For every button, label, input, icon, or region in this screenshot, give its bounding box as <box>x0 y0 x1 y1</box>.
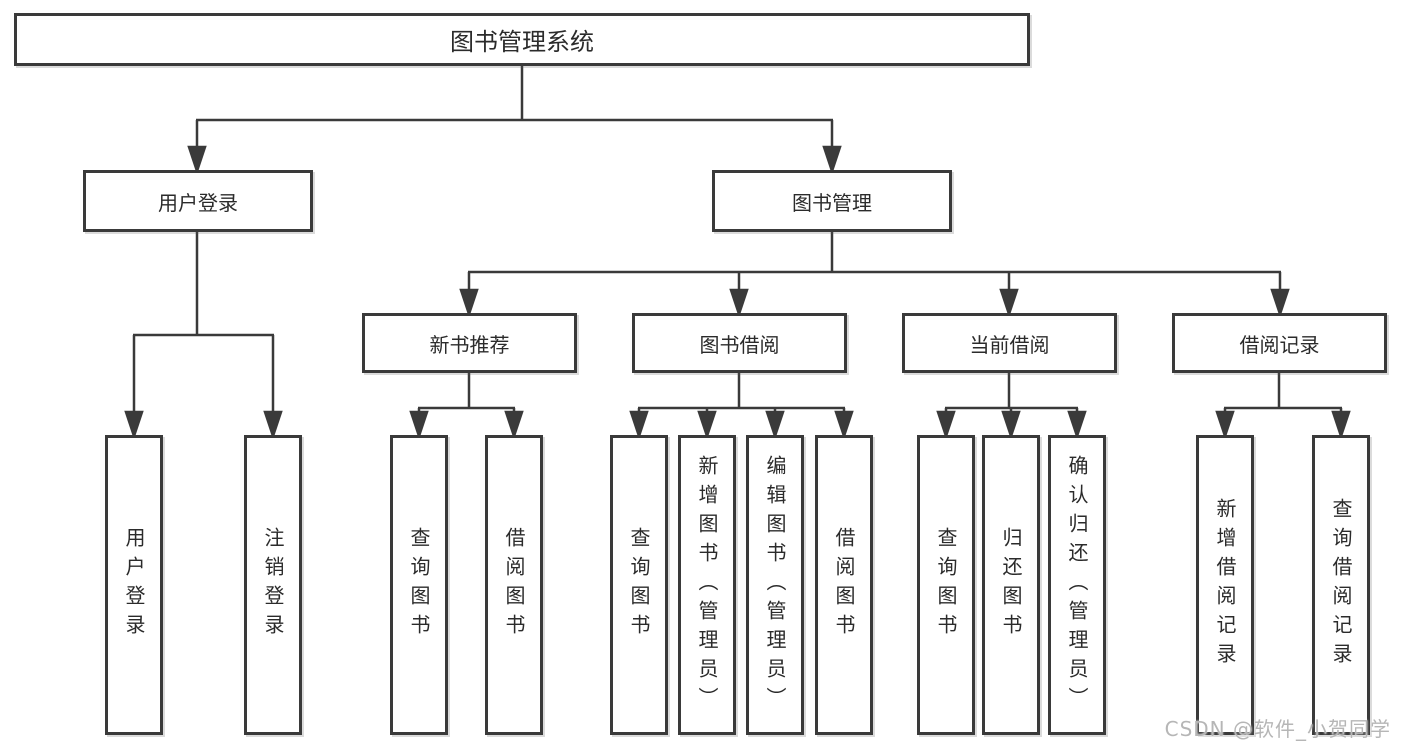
leaf-user-login: 用户登录 <box>105 435 163 735</box>
leaf-query-books-borrow: 查询图书 <box>610 435 668 735</box>
node-book-mgmt: 图书管理 <box>712 170 952 232</box>
node-borrow-records: 借阅记录 <box>1172 313 1387 373</box>
node-book-mgmt-label: 图书管理 <box>792 190 872 215</box>
leaf-borrow-books: 借阅图书 <box>815 435 873 735</box>
connector-current-borrow-to-leaves <box>936 373 1087 440</box>
node-root-label: 图书管理系统 <box>450 28 594 56</box>
connector-root-to-level2 <box>187 66 842 175</box>
node-new-book-rec: 新书推荐 <box>362 313 577 373</box>
node-book-borrow: 图书借阅 <box>632 313 847 373</box>
leaf-edit-book-admin: 编辑图书（管理员） <box>746 435 804 735</box>
connector-user-login-to-leaves <box>124 232 283 440</box>
leaf-return-book: 归还图书 <box>982 435 1040 735</box>
node-current-borrow-label: 当前借阅 <box>969 332 1050 357</box>
leaf-add-book-admin: 新增图书（管理员） <box>678 435 736 735</box>
node-user-login: 用户登录 <box>83 170 313 232</box>
node-book-borrow-label: 图书借阅 <box>699 332 780 357</box>
csdn-watermark: CSDN @软件_小贺同学 <box>1164 717 1391 741</box>
leaf-borrow-books-recommend: 借阅图书 <box>485 435 543 735</box>
leaf-add-borrow-record: 新增借阅记录 <box>1196 435 1254 735</box>
node-user-login-label: 用户登录 <box>158 190 238 215</box>
leaf-query-borrow-record: 查询借阅记录 <box>1312 435 1370 735</box>
node-borrow-records-label: 借阅记录 <box>1239 332 1320 357</box>
node-current-borrow: 当前借阅 <box>902 313 1117 373</box>
leaf-query-books-current: 查询图书 <box>917 435 975 735</box>
connector-borrow-records-to-leaves <box>1215 373 1351 440</box>
leaf-confirm-return-admin: 确认归还（管理员） <box>1048 435 1106 735</box>
node-root: 图书管理系统 <box>14 13 1030 66</box>
node-new-book-rec-label: 新书推荐 <box>429 332 510 357</box>
leaf-query-books-recommend: 查询图书 <box>390 435 448 735</box>
connector-book-mgmt-to-level3 <box>459 232 1290 318</box>
connector-new-book-to-leaves <box>409 373 524 440</box>
connector-book-borrow-to-leaves <box>629 373 854 440</box>
leaf-logout: 注销登录 <box>244 435 302 735</box>
